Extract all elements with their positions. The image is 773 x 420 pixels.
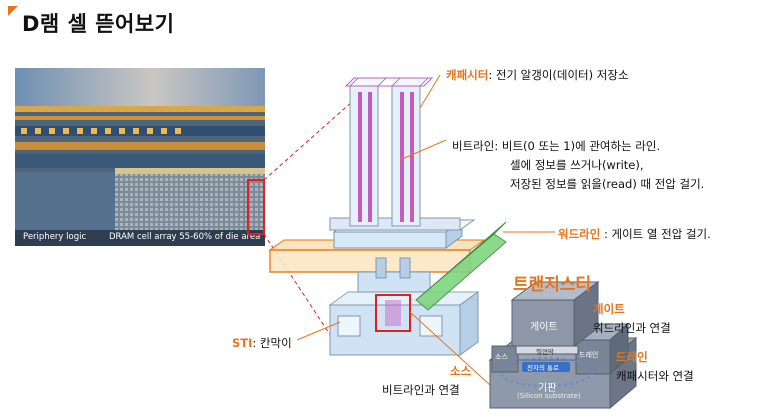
wordline-term: 워드라인 <box>558 227 601 241</box>
transistor-title: 트랜지스터 <box>513 275 592 295</box>
bitline-desc: : 비트(0 또는 1)에 관여하는 라인. <box>494 139 661 153</box>
drain-desc: 캐패시터와 연결 <box>616 369 694 383</box>
substrate-en-label: (Silicon substrate) <box>517 392 581 400</box>
leader-sti <box>296 321 341 341</box>
die-caption-cell-array: DRAM cell array 55-60% of die area <box>109 232 261 242</box>
source-term: 소스 <box>450 364 472 378</box>
wordline-desc: : 게이트 열 전압 걸기. <box>600 227 711 241</box>
transistor-highlight-box <box>375 294 411 332</box>
source-desc: 비트라인과 연결 <box>382 383 460 397</box>
drain-block-label: 드레인 <box>579 351 599 359</box>
die-photo: Periphery logic DRAM cell array 55-60% o… <box>15 68 265 246</box>
capacitor-term: 캐패시터 <box>446 68 489 82</box>
callout-source: 소스 비트라인과 연결 <box>382 362 472 400</box>
leader-capacitor <box>419 74 441 109</box>
cell-base <box>328 291 480 356</box>
capacitor-desc: : 전기 알갱이(데이터) 저장소 <box>488 68 629 82</box>
gate-block-label: 게이트 <box>530 322 558 333</box>
callout-capacitor: 캐패시터: 전기 알갱이(데이터) 저장소 <box>446 67 629 83</box>
callout-gate: 게이트 워드라인과 연결 <box>593 300 671 338</box>
sti-term: STI <box>232 336 253 350</box>
callout-sti: STI: 칸막이 <box>232 335 292 351</box>
oxide-label: 절연막 <box>536 348 554 356</box>
capacitor-pillars <box>328 77 476 231</box>
gate-term: 게이트 <box>593 302 625 316</box>
transistor-detail <box>488 281 638 410</box>
leader-zoom <box>409 311 491 386</box>
substrate-label: 기판 <box>538 383 557 394</box>
callout-drain: 드레인 캐패시터와 연결 <box>616 348 694 386</box>
title-accent-mark <box>8 6 18 16</box>
sti-desc: : 칸막이 <box>252 336 292 350</box>
callout-wordline: 워드라인 : 게이트 열 전압 걸기. <box>558 226 711 242</box>
page-title: D램 셀 뜯어보기 <box>22 12 175 36</box>
die-caption-periphery: Periphery logic <box>23 232 87 242</box>
channel-label: 전자의 통로 <box>527 364 559 372</box>
die-highlight-box <box>247 179 265 235</box>
bitline-line2: 셀에 정보를 쓰거나(write), <box>510 158 644 172</box>
callout-bitline: 비트라인: 비트(0 또는 1)에 관여하는 라인. 셀에 정보를 쓰거나(wr… <box>452 137 704 194</box>
bitline-term: 비트라인 <box>452 139 495 153</box>
bitline-line3: 저장된 정보를 읽을(read) 때 전압 걸기. <box>510 177 705 191</box>
drain-term: 드레인 <box>616 350 648 364</box>
gate-desc: 워드라인과 연결 <box>593 321 671 335</box>
leader-bitline <box>399 139 447 161</box>
source-block-label: 소스 <box>495 353 508 361</box>
